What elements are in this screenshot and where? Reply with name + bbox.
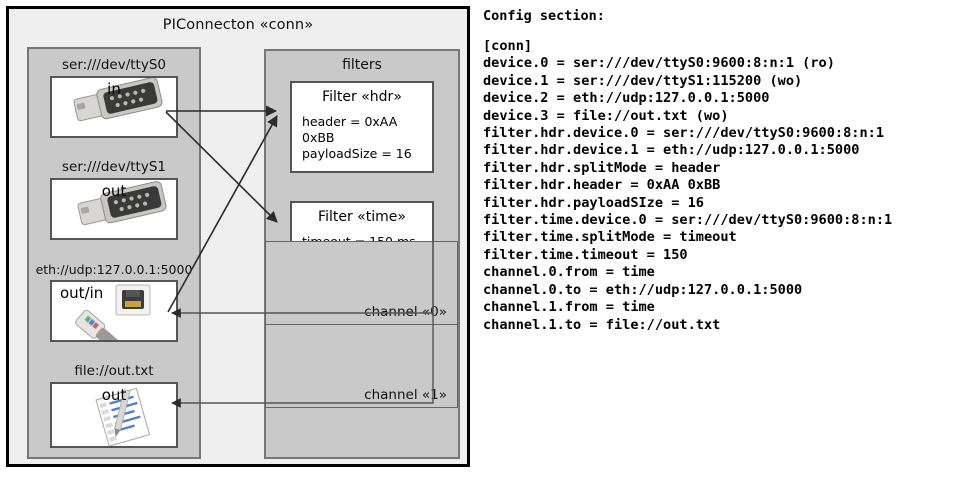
device-direction-ttys0: in	[107, 80, 121, 98]
device-group-ttys1: ser:///dev/ttyS1 out	[29, 159, 199, 240]
device-box-ttys0[interactable]: in	[50, 76, 178, 138]
config-line: filter.time.timeout = 150	[483, 246, 688, 263]
device-box-file[interactable]: out	[50, 382, 178, 448]
config-heading: Config section:	[483, 8, 605, 24]
config-line: filter.hdr.header = 0xAA 0xBB	[483, 177, 721, 194]
filter-title-time: Filter «time»	[318, 209, 406, 225]
config-line: channel.0.to = eth://udp:127.0.0.1:5000	[483, 281, 803, 298]
config-line: filter.hdr.device.0 = ser:///dev/ttyS0:9…	[483, 125, 885, 142]
device-box-ttys1[interactable]: out	[50, 178, 178, 240]
serial-port-icon	[52, 78, 176, 136]
device-label-file: file://out.txt	[74, 363, 154, 379]
device-label-ttys1: ser:///dev/ttyS1	[62, 159, 166, 175]
device-direction-file: out	[101, 386, 127, 404]
device-label-eth: eth://udp:127.0.0.1:5000	[35, 262, 193, 277]
filter-attr: payloadSize = 16	[302, 146, 412, 161]
ethernet-jack-icon	[52, 282, 176, 340]
channel-box-0[interactable]: channel «0»	[265, 241, 458, 325]
device-group-ttys0: ser:///dev/ttyS0 in	[29, 57, 199, 138]
filters-panel: filters Filter «hdr» header = 0xAA 0xBB …	[264, 49, 460, 459]
channel-label-1: channel «1»	[364, 387, 447, 403]
filter-attr: header = 0xAA 0xBB	[302, 114, 398, 145]
channel-label-0: channel «0»	[364, 304, 447, 320]
devices-panel: ser:///dev/ttyS0 in	[27, 47, 201, 459]
config-line: [conn]	[483, 38, 533, 54]
config-line: filter.time.splitMode = timeout	[483, 229, 737, 246]
config-line: filter.hdr.payloadSIze = 16	[483, 194, 704, 211]
serial-port-icon	[52, 180, 176, 238]
config-line: channel.1.from = time	[483, 299, 655, 316]
config-line: device.2 = eth://udp:127.0.0.1:5000	[483, 90, 770, 107]
config-line: channel.1.to = file://out.txt	[483, 316, 721, 333]
config-line: device.1 = ser:///dev/ttyS1:115200 (wo)	[483, 72, 803, 89]
config-line: device.0 = ser:///dev/ttyS0:9600:8:n:1 (…	[483, 55, 835, 72]
config-line: channel.0.from = time	[483, 264, 655, 281]
config-line: filter.hdr.device.1 = eth://udp:127.0.0.…	[483, 142, 860, 159]
device-group-file: file://out.txt out	[29, 363, 199, 448]
config-section: Config section: [conn]device.0 = ser:///…	[483, 8, 961, 334]
device-label-ttys0: ser:///dev/ttyS0	[62, 57, 166, 73]
text-file-icon	[52, 384, 176, 446]
config-line: filter.hdr.splitMode = header	[483, 159, 721, 176]
filter-attrs-hdr: header = 0xAA 0xBB payloadSize = 16	[292, 114, 432, 162]
device-group-eth: eth://udp:127.0.0.1:5000 out/in	[29, 261, 199, 342]
channel-box-1[interactable]: channel «1»	[265, 324, 458, 408]
filter-box-hdr[interactable]: Filter «hdr» header = 0xAA 0xBB payloadS…	[290, 81, 434, 173]
config-line: device.3 = file://out.txt (wo)	[483, 107, 729, 124]
device-box-eth[interactable]: out/in	[50, 280, 178, 342]
config-line: filter.time.device.0 = ser:///dev/ttyS0:…	[483, 212, 893, 229]
config-body: [conn]device.0 = ser:///dev/ttyS0:9600:8…	[483, 38, 961, 334]
filter-title-hdr: Filter «hdr»	[322, 89, 402, 105]
device-direction-ttys1: out	[101, 182, 127, 200]
page-title: PIConnecton «conn»	[162, 17, 314, 33]
filters-panel-title: filters	[342, 57, 382, 73]
device-direction-eth: out/in	[60, 284, 104, 302]
piconnector-container: PIConnecton «conn» ser:///dev/ttyS0 in	[6, 6, 470, 467]
